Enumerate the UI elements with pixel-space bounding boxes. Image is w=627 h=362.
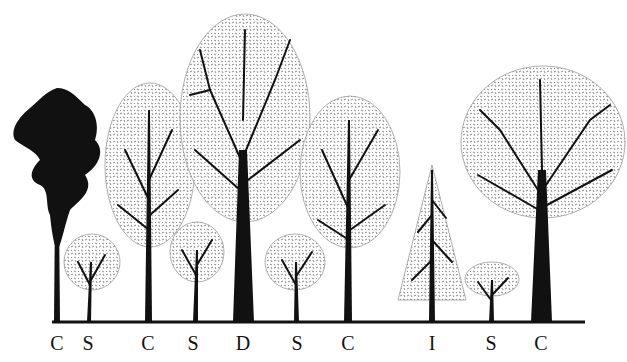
tree-class-label: S: [82, 332, 93, 354]
tree-class-label: S: [291, 332, 302, 354]
tree-class-label: C: [341, 332, 354, 354]
tree-branches: [78, 30, 612, 300]
tree-class-label: C: [141, 332, 154, 354]
ground-line: [52, 321, 585, 324]
tree-class-label: D: [236, 332, 250, 354]
tree-class-label: S: [187, 332, 198, 354]
tree-class-label: S: [485, 332, 496, 354]
tree-class-label: I: [429, 332, 436, 354]
conifer-crown: [13, 88, 100, 250]
tree-class-label: C: [50, 332, 63, 354]
tree-trunks: [54, 95, 552, 322]
tree-class-label: C: [534, 332, 547, 354]
